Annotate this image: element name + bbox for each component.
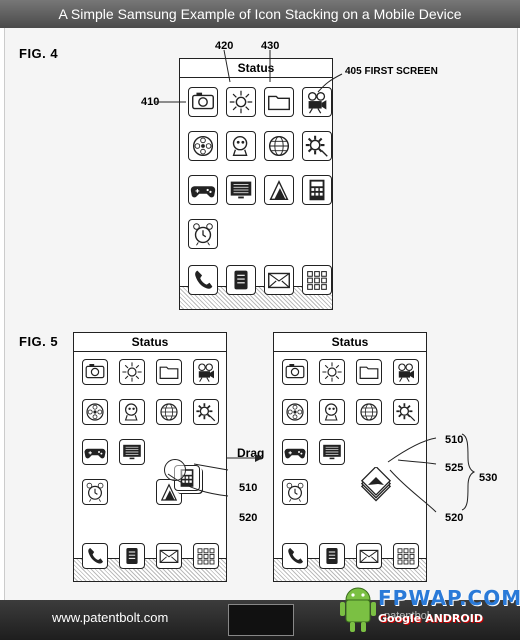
sun-icon[interactable] [119,359,145,385]
gear-icon[interactable] [193,399,219,425]
status-bar: Status [74,333,226,352]
fig5-phone-after-drag: Status [273,332,427,582]
monitor-icon[interactable] [319,439,345,465]
mail-icon[interactable] [356,543,382,569]
sun-icon[interactable] [226,87,256,117]
movie-camera-icon[interactable] [302,87,332,117]
patentbolt-logo [228,604,294,636]
phone-icon[interactable] [82,543,108,569]
status-bar: Status [180,59,332,78]
android-robot-icon [340,587,376,632]
fig4-label: FIG. 4 [19,46,59,61]
ref-405-first-screen: 405 FIRST SCREEN [345,66,438,77]
fpwap-watermark: FPWAP.COM Google ANDROID [338,582,520,638]
globe-icon[interactable] [356,399,382,425]
ref-525: 525 [445,462,464,474]
site-footer: www.patentbolt.com patentbol [0,600,520,640]
ref-410: 410 [141,96,160,108]
stacked-icon-group[interactable] [358,465,394,503]
drag-hand-icon [164,459,186,481]
movie-camera-icon[interactable] [193,359,219,385]
film-reel-icon[interactable] [282,399,308,425]
monitor-icon[interactable] [226,175,256,205]
fig4-phone-screen: Status [179,58,333,310]
fig5-phone-before-drag: Status [73,332,227,582]
alarm-clock-icon[interactable] [82,479,108,505]
ref-510-right: 510 [445,434,464,446]
alarm-clock-icon[interactable] [188,219,218,249]
folder-icon[interactable] [156,359,182,385]
gamepad-icon[interactable] [82,439,108,465]
drag-label: Drag [237,446,265,460]
film-reel-icon[interactable] [82,399,108,425]
folder-icon[interactable] [356,359,382,385]
gamepad-icon[interactable] [282,439,308,465]
globe-icon[interactable] [264,131,294,161]
gear-icon[interactable] [302,131,332,161]
camera-icon[interactable] [82,359,108,385]
status-bar: Status [274,333,426,352]
apps-grid-icon[interactable] [193,543,219,569]
monitor-icon[interactable] [119,439,145,465]
phone-icon[interactable] [188,265,218,295]
ref-420: 420 [215,40,234,52]
ref-430: 430 [261,40,280,52]
ref-520-right: 520 [445,512,464,524]
dock-bar [274,558,426,581]
contacts-icon[interactable] [119,543,145,569]
phone-icon[interactable] [282,543,308,569]
mail-icon[interactable] [156,543,182,569]
fig5-label: FIG. 5 [19,334,59,349]
contacts-icon[interactable] [319,543,345,569]
movie-camera-icon[interactable] [393,359,419,385]
sun-icon[interactable] [319,359,345,385]
calculator-icon[interactable] [302,175,332,205]
ref-510-left: 510 [239,482,258,494]
watermark-subtext: Google ANDROID [378,612,483,625]
footer-right-text: patentbol [384,610,430,622]
ref-520-left: 520 [239,512,258,524]
watermark-text: FPWAP.COM [378,586,520,610]
footer-site-link[interactable]: www.patentbolt.com [52,610,169,625]
dock-bar [74,558,226,581]
contacts-icon[interactable] [226,265,256,295]
folder-icon[interactable] [264,87,294,117]
mail-icon[interactable] [264,265,294,295]
camera-icon[interactable] [188,87,218,117]
mascot-icon[interactable] [226,131,256,161]
apps-grid-icon[interactable] [302,265,332,295]
globe-icon[interactable] [156,399,182,425]
gamepad-icon[interactable] [188,175,218,205]
ref-530: 530 [479,472,498,484]
film-reel-icon[interactable] [188,131,218,161]
mascot-icon[interactable] [319,399,345,425]
gear-icon[interactable] [393,399,419,425]
dock-bar [180,286,332,309]
figure-panel: FIG. 4 FIG. 5 Status Status Status 410 4… [4,28,518,600]
camera-icon[interactable] [282,359,308,385]
alarm-clock-icon[interactable] [282,479,308,505]
page-title: A Simple Samsung Example of Icon Stackin… [0,0,520,28]
apps-grid-icon[interactable] [393,543,419,569]
triangle-app-icon[interactable] [264,175,294,205]
mascot-icon[interactable] [119,399,145,425]
